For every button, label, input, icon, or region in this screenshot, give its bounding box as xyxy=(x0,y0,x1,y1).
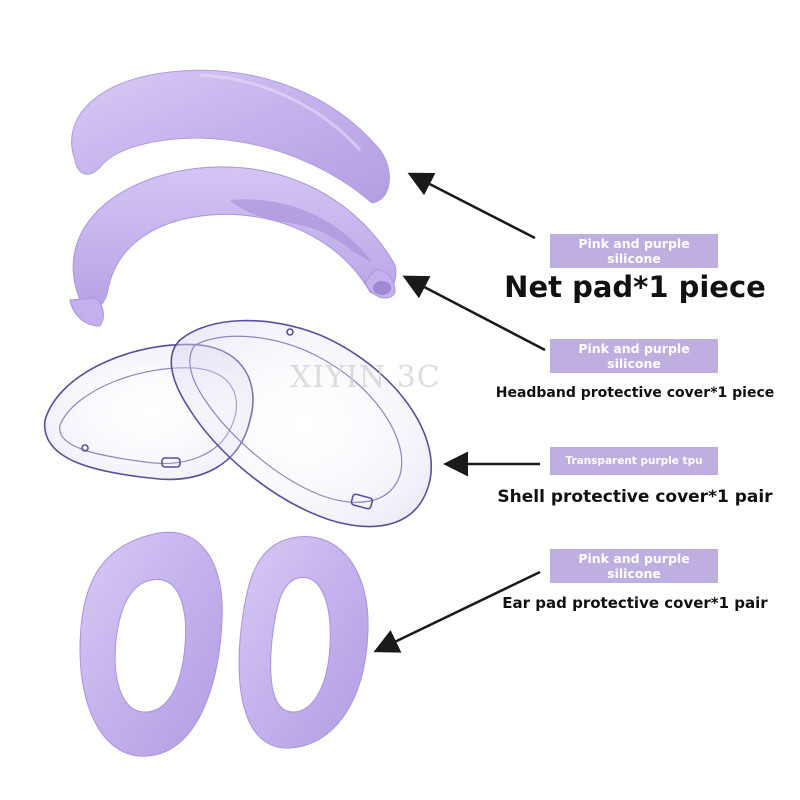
arrow-icon xyxy=(402,275,546,352)
caption-net-pad: Net pad*1 piece xyxy=(504,270,766,304)
arrow-icon xyxy=(373,570,541,653)
badge-line-1: Transparent purple tpu xyxy=(565,454,703,467)
headband-cover-image xyxy=(69,166,397,327)
badge-line-1: Pink and purple xyxy=(578,236,690,251)
arrow-icon xyxy=(407,172,536,240)
badge-line-1: Pink and purple xyxy=(578,551,690,566)
caption-shell: Shell protective cover*1 pair xyxy=(497,487,773,507)
material-badge-net-pad: Pink and purple silicone xyxy=(550,234,718,268)
material-badge-shell: Transparent purple tpu xyxy=(550,447,718,475)
badge-line-2: silicone xyxy=(607,356,661,371)
material-badge-headband: Pink and purple silicone xyxy=(550,339,718,373)
watermark: XIYIN 3C xyxy=(290,360,441,395)
badge-line-1: Pink and purple xyxy=(578,341,690,356)
caption-ear-pad: Ear pad protective cover*1 pair xyxy=(502,594,768,612)
shell-cover-image xyxy=(44,319,433,528)
net-pad-image xyxy=(71,69,390,204)
caption-headband: Headband protective cover*1 piece xyxy=(495,385,775,401)
ear-pad-cover-image xyxy=(79,531,369,757)
badge-line-2: silicone xyxy=(607,251,661,266)
material-badge-ear-pad: Pink and purple silicone xyxy=(550,549,718,583)
badge-line-2: silicone xyxy=(607,566,661,581)
